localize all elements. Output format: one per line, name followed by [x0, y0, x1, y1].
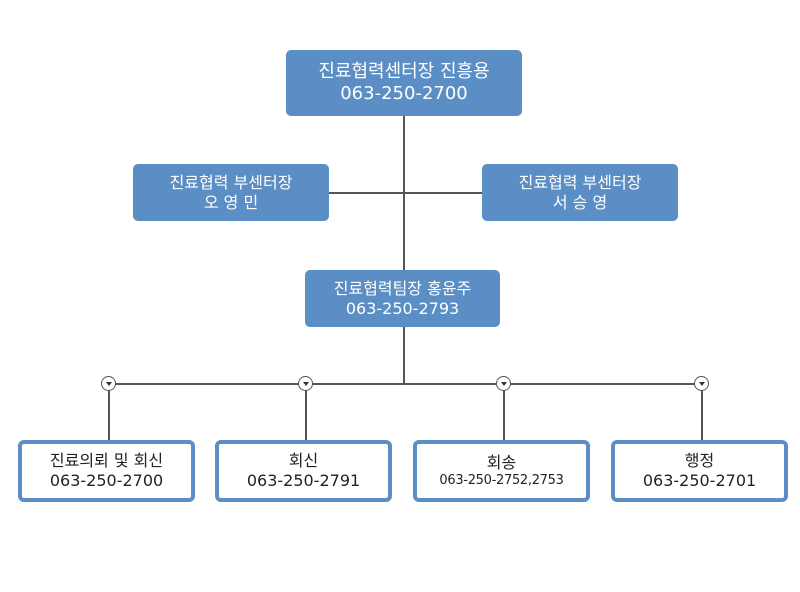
connector-dept-2	[305, 384, 307, 440]
team-lead-title: 진료협력팀장 홍윤주	[333, 278, 472, 298]
connector-dept-1	[108, 384, 110, 440]
team-lead-phone: 063-250-2793	[345, 298, 460, 318]
director-box: 진료협력센터장 진흥용 063-250-2700	[286, 50, 522, 116]
dept-referral-box: 진료의뢰 및 회신 063-250-2700	[18, 440, 195, 502]
dept-admin-box: 행정 063-250-2701	[611, 440, 788, 502]
dept-phone: 063-250-2791	[246, 471, 361, 490]
director-title: 진료협력센터장 진흥용	[318, 60, 490, 82]
chevron-down-icon	[698, 382, 705, 386]
chevron-down-icon	[302, 382, 309, 386]
connector-horizontal-branch	[109, 383, 703, 385]
director-phone: 063-250-2700	[340, 83, 468, 104]
expand-node-dept-4[interactable]	[694, 376, 709, 391]
dept-phone: 063-250-2752,2753	[439, 472, 564, 488]
connector-dept-4	[701, 384, 703, 440]
dept-title: 회송	[486, 452, 517, 472]
vice-director-right-box: 진료협력 부센터장 서 승 영	[482, 164, 678, 221]
dept-title: 회신	[288, 451, 319, 470]
vice-right-name: 서 승 영	[552, 192, 608, 212]
connector-vice-left	[329, 192, 404, 194]
dept-return-box: 회송 063-250-2752,2753	[413, 440, 590, 502]
vice-left-name: 오 영 민	[203, 192, 259, 212]
connector-team-to-branch	[403, 327, 405, 384]
team-lead-box: 진료협력팀장 홍윤주 063-250-2793	[305, 270, 500, 327]
dept-phone: 063-250-2701	[642, 471, 757, 490]
vice-right-title: 진료협력 부센터장	[518, 172, 642, 192]
expand-node-dept-3[interactable]	[496, 376, 511, 391]
connector-dept-3	[503, 384, 505, 440]
vice-left-title: 진료협력 부센터장	[169, 172, 293, 192]
dept-title: 행정	[684, 451, 715, 470]
vice-director-left-box: 진료협력 부센터장 오 영 민	[133, 164, 329, 221]
connector-vice-right	[404, 192, 482, 194]
chevron-down-icon	[105, 382, 112, 386]
expand-node-dept-1[interactable]	[101, 376, 116, 391]
dept-phone: 063-250-2700	[49, 471, 164, 490]
chevron-down-icon	[500, 382, 507, 386]
dept-title: 진료의뢰 및 회신	[49, 451, 164, 470]
expand-node-dept-2[interactable]	[298, 376, 313, 391]
dept-reply-box: 회신 063-250-2791	[215, 440, 392, 502]
